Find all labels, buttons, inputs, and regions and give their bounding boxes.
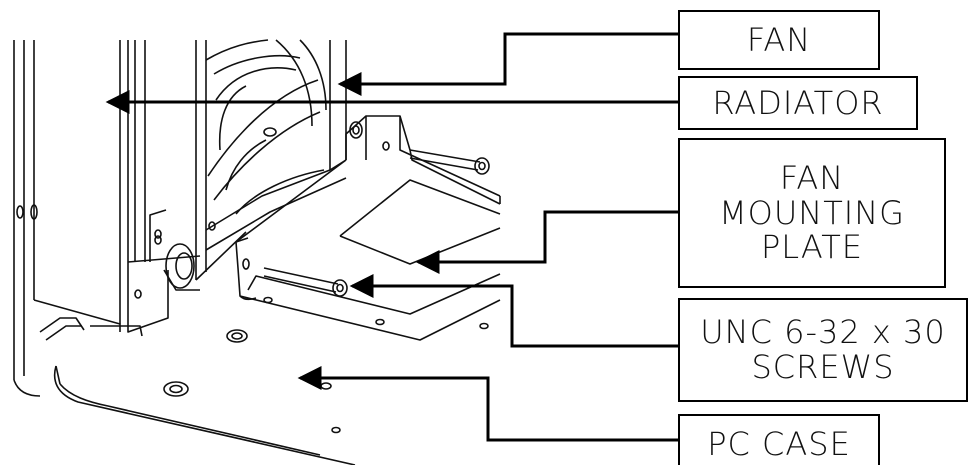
fan-label-line-1: FAN: [746, 20, 812, 59]
pc-case-label: PC CASE: [678, 414, 880, 465]
radiator-label: RADIATOR: [678, 76, 918, 130]
fan-leader-line: [337, 32, 678, 96]
fan-mounting-plate-label: FAN MOUNTING PLATE: [678, 138, 946, 288]
screws-leader-line: [349, 274, 678, 348]
fan-label: FAN: [678, 10, 880, 70]
pc-case-leader-line: [297, 366, 678, 442]
screws-label-line-1: UNC 6-32 x 30: [700, 313, 946, 352]
pc-case-drawing: [13, 40, 489, 465]
fan-mounting-plate-label-line-1: FAN: [779, 159, 845, 198]
mounting-plate-drawing: [154, 115, 501, 341]
fan-mounting-plate-label-line-2: MOUNTING: [719, 193, 905, 232]
screws-label-line-2: SCREWS: [751, 348, 895, 386]
screws-drawing: [263, 149, 490, 297]
mounting-plate-leader-line: [415, 210, 678, 274]
fan-drawing: [195, 39, 363, 281]
radiator-drawing: [33, 40, 201, 333]
pc-case-label-line-1: PC CASE: [707, 424, 851, 463]
screws-label: UNC 6-32 x 30 SCREWS: [678, 298, 968, 402]
fan-mounting-plate-label-line-3: PLATE: [760, 228, 864, 267]
radiator-label-line-1: RADIATOR: [712, 83, 884, 122]
